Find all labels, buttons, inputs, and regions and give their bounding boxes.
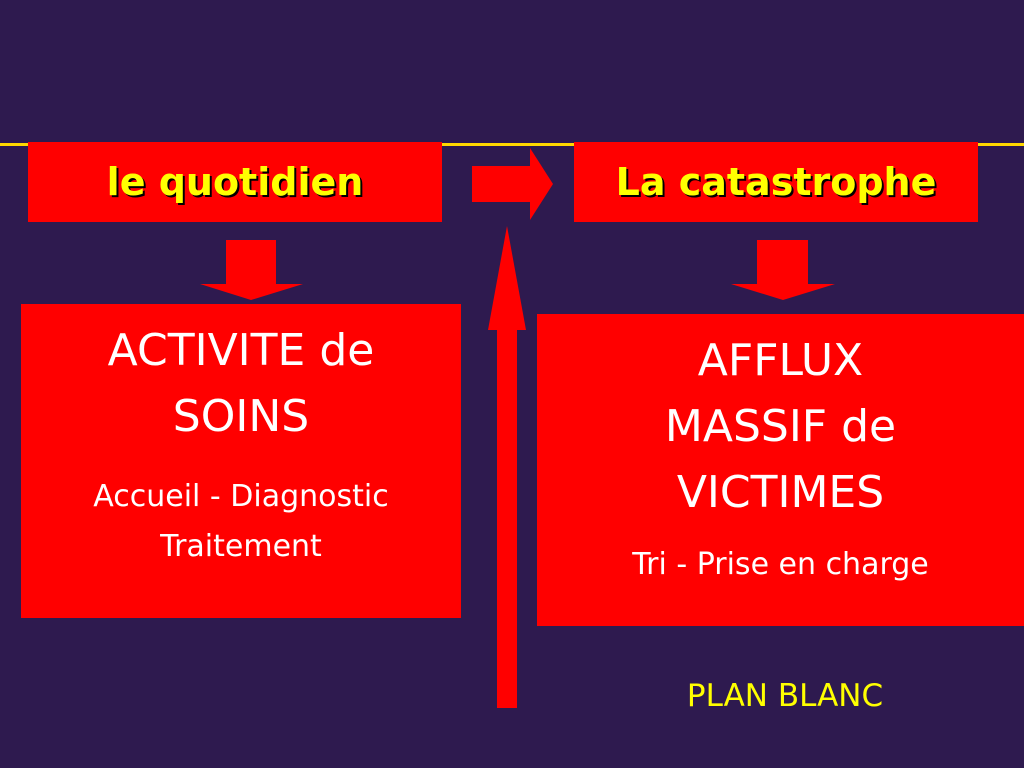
activite-subtitle-line-1: Accueil - Diagnostic <box>93 479 389 514</box>
header-quotidien: le quotidien <box>28 142 442 222</box>
header-quotidien-label: le quotidien <box>106 160 364 204</box>
afflux-title-line-1: AFFLUX <box>697 335 864 386</box>
afflux-subtitle: Tri - Prise en charge <box>632 547 929 582</box>
afflux-box: AFFLUX MASSIF de VICTIMES Tri - Prise en… <box>537 314 1024 626</box>
activite-title-line-2: SOINS <box>172 391 310 442</box>
right-arrow-icon <box>472 148 553 220</box>
afflux-title-line-2: MASSIF de <box>664 401 897 452</box>
afflux-title-line-3: VICTIMES <box>676 467 885 518</box>
activite-subtitle-line-2: Traitement <box>160 529 322 564</box>
header-catastrophe: La catastrophe <box>574 142 978 222</box>
activite-box: ACTIVITE de SOINS Accueil - Diagnostic T… <box>21 304 461 618</box>
down-arrow-left-icon <box>200 240 303 300</box>
horizontal-rule <box>0 143 1024 146</box>
plan-blanc-label: PLAN BLANC <box>686 678 884 714</box>
header-catastrophe-label: La catastrophe <box>615 160 937 204</box>
up-arrow-icon <box>488 226 526 708</box>
activite-title-line-1: ACTIVITE de <box>107 325 375 376</box>
down-arrow-right-icon <box>731 240 835 300</box>
